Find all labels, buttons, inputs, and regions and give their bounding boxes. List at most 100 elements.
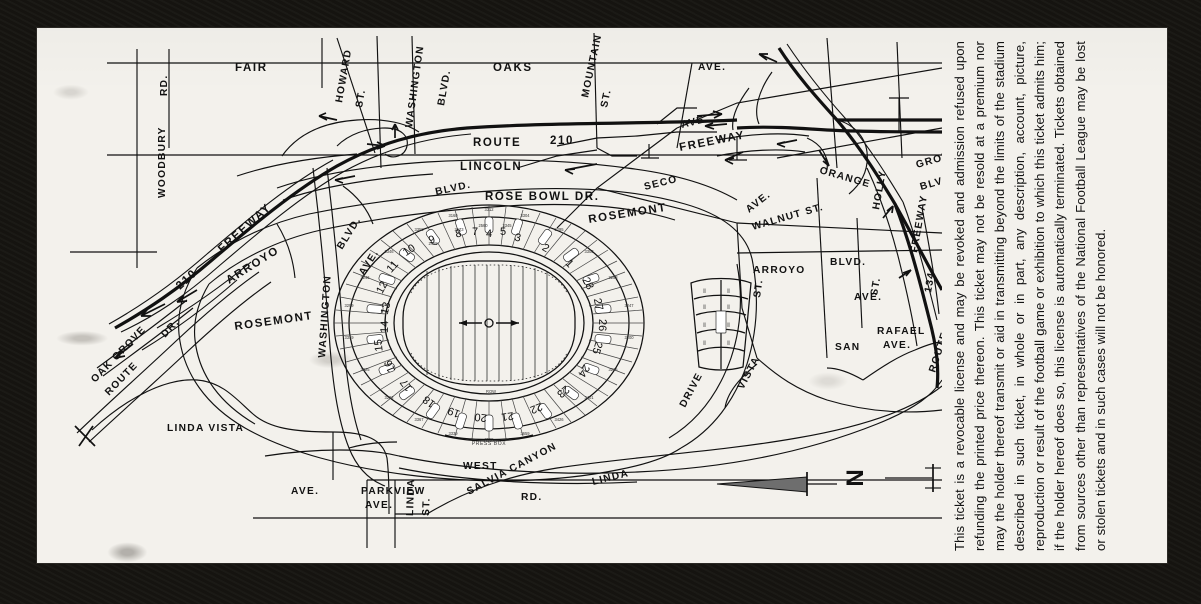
map-svg: 4 3 2 1 28 27 26 25 24 23 22 21 20 19 <box>70 32 942 548</box>
label-grove-blvd: BLVD. <box>919 172 942 193</box>
svg-text:|||: ||| <box>703 340 706 345</box>
football-field <box>402 260 576 386</box>
section-numbers: 4 3 2 1 28 27 26 25 24 23 22 21 20 19 <box>372 226 608 424</box>
label-rd: RD. <box>159 75 170 96</box>
label-linda-st: LINDA <box>405 478 417 516</box>
svg-text:3299: 3299 <box>344 303 354 308</box>
label-seco: SECO <box>643 174 679 193</box>
label-lincoln: LINCOLN <box>460 161 522 173</box>
section-label: 27 <box>591 297 605 311</box>
svg-text:3200: 3200 <box>624 335 634 340</box>
label-rose-bowl-dr: ROSE BOWL DR. <box>485 191 600 203</box>
label-route: ROUTE <box>473 137 521 149</box>
label-210-left: 210 <box>174 267 200 292</box>
svg-text:|||: ||| <box>703 304 706 309</box>
auxiliary-stand: |||||| |||||| |||||| |||||| <box>690 277 752 371</box>
section-label: 4 <box>486 228 492 240</box>
tunnel-markers <box>366 216 612 432</box>
label-st-arroyo: ST. <box>752 278 765 298</box>
section-label: 20 <box>474 410 487 423</box>
svg-text:|||: ||| <box>703 288 706 293</box>
label-oaks: OAKS <box>493 62 533 74</box>
press-box-label: PRESS BOX <box>472 441 506 447</box>
svg-text:2458: 2458 <box>428 241 438 246</box>
label-parkview-ave: AVE. <box>365 500 393 511</box>
svg-text:3367: 3367 <box>414 417 424 422</box>
svg-text:3295: 3295 <box>554 227 564 232</box>
label-freeway-right: FREEWAY <box>909 194 930 254</box>
svg-text:2560: 2560 <box>478 223 488 228</box>
section-label: 11 <box>384 259 401 276</box>
section-label: 2 <box>540 242 551 255</box>
row-label: ROW <box>486 389 496 394</box>
label-rosemont-left: ROSEMONT <box>234 310 314 333</box>
label-howard-st: ST. <box>354 88 368 108</box>
label-howard: HOWARD <box>334 48 354 103</box>
section-label: 25 <box>589 340 604 355</box>
label-rafael: RAFAEL <box>877 326 926 337</box>
svg-text:3426: 3426 <box>554 417 564 422</box>
south-roads <box>91 357 942 548</box>
section-label: 13 <box>379 301 394 316</box>
svg-text:3312: 3312 <box>484 207 494 212</box>
label-san: SAN <box>835 342 860 353</box>
section-label: 19 <box>446 404 462 419</box>
svg-text:|||: ||| <box>727 304 730 309</box>
section-label: 14 <box>379 321 391 334</box>
label-ave-walnut: AVE. <box>744 189 773 215</box>
label-arroyo-left: ARROYO <box>224 245 281 287</box>
label-route-210: 210 <box>550 135 574 147</box>
svg-text:3236: 3236 <box>608 367 618 372</box>
section-label: 10 <box>401 242 418 259</box>
label-arroyo-blvd2: BLVD. <box>830 257 866 268</box>
label-parkview: PARKVIEW <box>361 486 426 497</box>
map-text-labels: FAIR OAKS AVE. RD. WOODBURY HOWARD ST. W… <box>89 33 942 516</box>
label-linda-st2: ST. <box>421 497 433 516</box>
svg-text:3292: 3292 <box>384 395 394 400</box>
section-label: 8 <box>454 228 462 241</box>
section-label: 23 <box>554 383 571 400</box>
compass-rose: N <box>716 464 941 496</box>
svg-text:|||: ||| <box>727 322 730 327</box>
street-network <box>70 32 942 359</box>
label-lincoln-blvd: BLVD. <box>434 180 472 198</box>
interchange-orange-grove <box>704 43 942 389</box>
label-salvia-rd: RD. <box>521 492 542 503</box>
label-west: WEST <box>463 461 498 472</box>
section-label: 28 <box>579 275 595 291</box>
section-label: 17 <box>398 376 415 393</box>
rose-bowl-drive <box>236 153 738 201</box>
label-drive: DRIVE <box>678 371 705 409</box>
svg-text:3304: 3304 <box>520 213 530 218</box>
svg-text:|||: ||| <box>727 288 730 293</box>
svg-text:3358: 3358 <box>414 227 424 232</box>
label-linda-vista: LINDA VISTA <box>167 423 244 434</box>
label-holly-st: ST. <box>869 276 883 296</box>
washington-lower <box>312 167 398 487</box>
freeway-210 <box>96 118 738 377</box>
arroyo-loop-roads <box>178 185 757 482</box>
section-label: 5 <box>500 226 506 238</box>
label-mountain: MOUNTAIN <box>580 33 604 98</box>
seat-counts: 3312 3304 3295 3308 3258 3247 3200 3236 … <box>344 207 634 442</box>
ticket-back: 4 3 2 1 28 27 26 25 24 23 22 21 20 19 <box>37 28 1167 563</box>
rose-bowl-stadium: 4 3 2 1 28 27 26 25 24 23 22 21 20 19 <box>333 204 645 447</box>
section-label: 18 <box>421 393 438 410</box>
label-ave-linda-vista: AVE. <box>291 486 319 497</box>
section-label: 9 <box>427 233 437 246</box>
svg-text:3339: 3339 <box>448 431 458 436</box>
svg-text:3401: 3401 <box>584 395 594 400</box>
section-label: 21 <box>501 409 515 423</box>
legal-terms-panel: This ticket is a revocable license and m… <box>942 28 1167 563</box>
press-box: PRESS BOX <box>444 434 534 447</box>
label-route-134: 134 <box>923 271 937 293</box>
label-ave-colorado: AVE. <box>854 292 882 303</box>
label-washington-lower: WASHINGTON <box>317 275 334 359</box>
label-mountain-st: ST. <box>599 88 614 109</box>
svg-text:3160: 3160 <box>448 213 458 218</box>
svg-text:3325: 3325 <box>360 367 370 372</box>
interchange-howard <box>281 112 420 158</box>
svg-text:3308: 3308 <box>584 249 594 254</box>
san-rafael-ave <box>826 341 942 381</box>
